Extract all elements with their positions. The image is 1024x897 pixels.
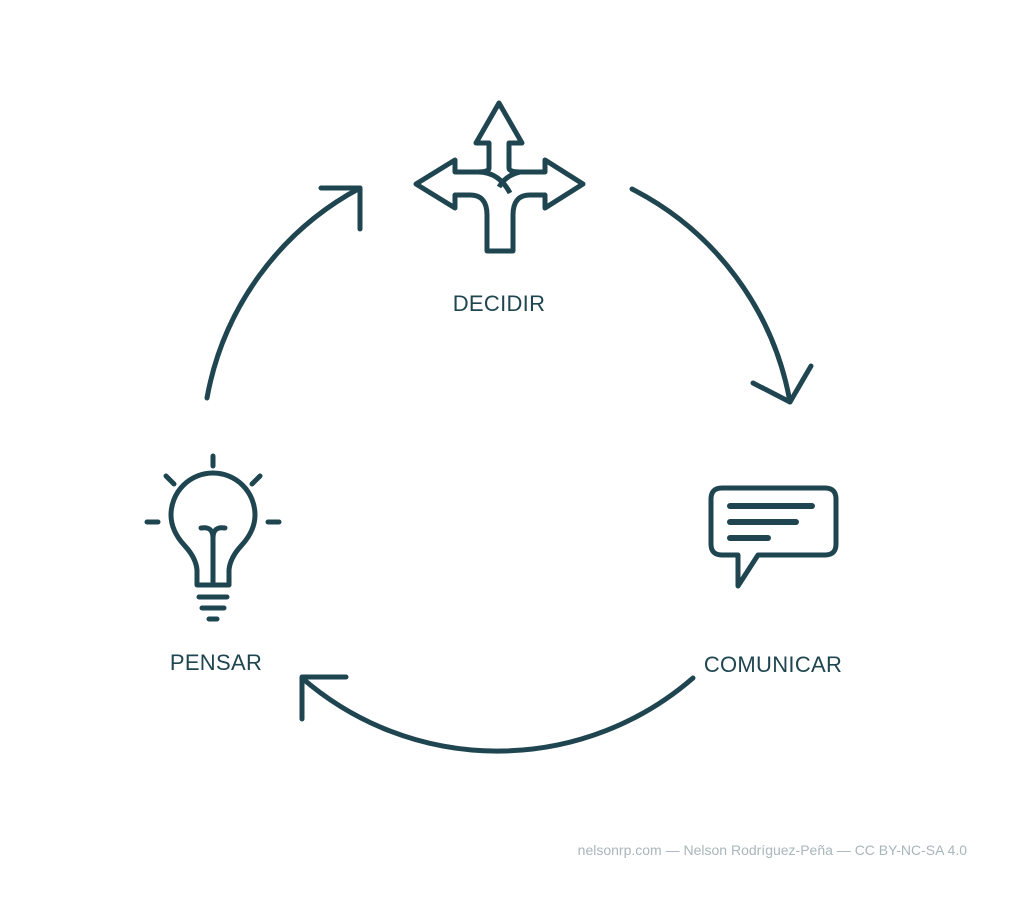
arrow-comunicar-to-pensar: [299, 674, 696, 754]
node-label-comunicar: COMUNICAR: [703, 652, 843, 677]
split-arrows-icon: [413, 100, 586, 254]
node-label-pensar: PENSAR: [169, 650, 263, 675]
lightbulb-icon: [144, 453, 282, 622]
node-label-decidir: DECIDIR: [452, 291, 546, 316]
arrow-pensar-to-decidir: [204, 185, 363, 401]
credit-footer: nelsonrp.com — Nelson Rodríguez-Peña — C…: [577, 842, 967, 858]
arrow-decidir-to-comunicar: [629, 186, 814, 405]
speech-bubble-icon: [708, 485, 839, 589]
